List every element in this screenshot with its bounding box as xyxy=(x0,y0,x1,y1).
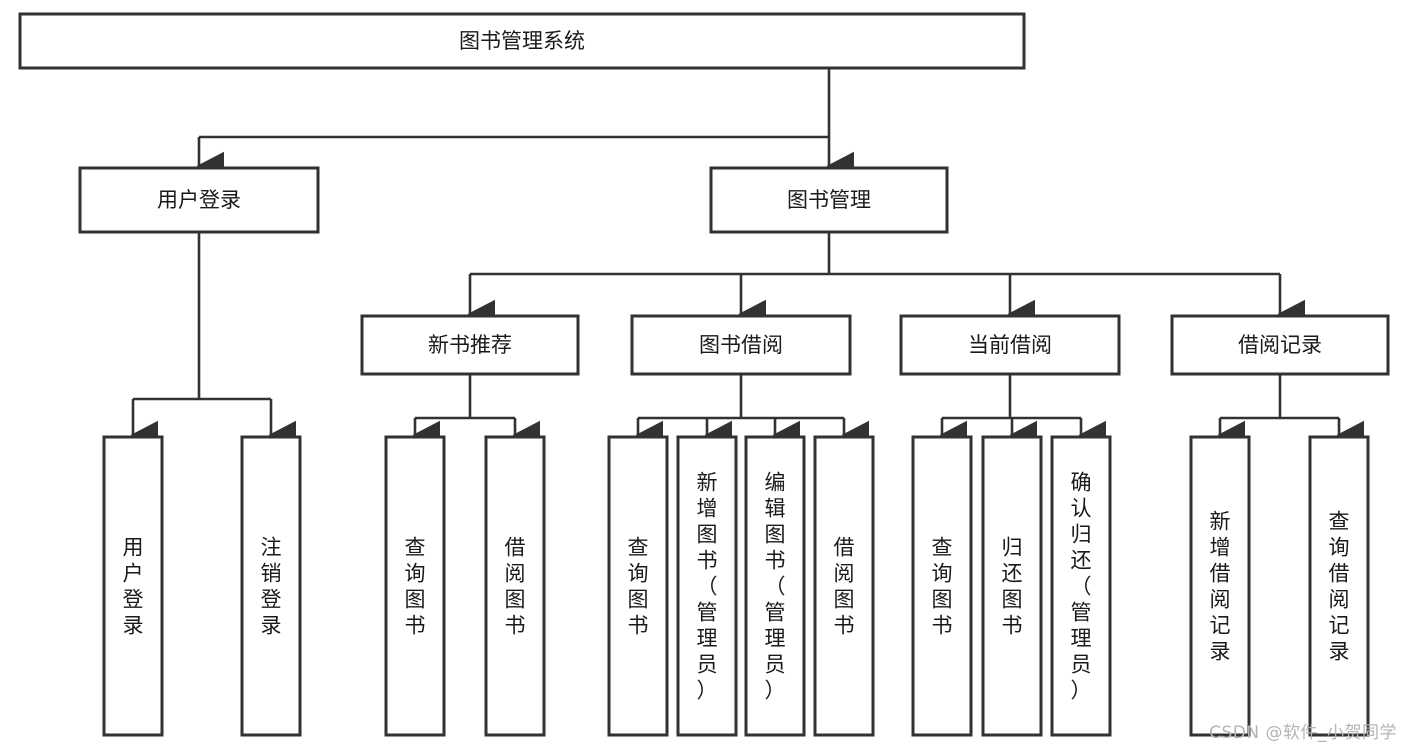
node-book-borrow-box xyxy=(630,314,852,376)
node-leaf-return-book[interactable]: 归还图书 xyxy=(981,435,1043,737)
node-leaf-add-borrow-record-box xyxy=(1189,435,1251,737)
node-user-login-box xyxy=(78,166,320,234)
node-borrow-record[interactable]: 借阅记录 xyxy=(1170,314,1390,376)
node-leaf-query-book-new-box xyxy=(384,435,446,737)
node-leaf-query-book-current[interactable]: 查询图书 xyxy=(911,435,973,737)
node-leaf-user-login-box xyxy=(102,435,164,737)
node-leaf-add-borrow-record[interactable]: 新增借阅记录 xyxy=(1189,435,1251,737)
node-leaf-borrow-book-box xyxy=(813,435,875,737)
watermark-text: CSDN @软件_小贺同学 xyxy=(1209,723,1397,743)
node-leaf-query-borrow-record-label: 查询借阅记录 xyxy=(1329,509,1350,663)
node-leaf-confirm-return[interactable]: 确认归还（管理员） xyxy=(1050,435,1112,737)
node-book-borrow-label: 图书借阅 xyxy=(699,333,783,357)
node-current-borrow[interactable]: 当前借阅 xyxy=(899,314,1121,376)
node-book-management[interactable]: 图书管理 xyxy=(709,166,949,234)
node-borrow-record-box xyxy=(1170,314,1390,376)
node-leaf-return-book-label: 归还图书 xyxy=(1002,535,1023,637)
node-leaf-query-borrow-record[interactable]: 查询借阅记录 xyxy=(1308,435,1370,737)
connector-lines-group xyxy=(130,68,1365,450)
node-leaf-query-book-borrow-label: 查询图书 xyxy=(628,535,649,637)
node-leaf-borrow-book-new-label: 借阅图书 xyxy=(505,535,526,637)
node-leaf-borrow-book-new-box xyxy=(484,435,546,737)
node-new-book-recommend-label: 新书推荐 xyxy=(428,333,512,357)
node-leaf-query-book-new[interactable]: 查询图书 xyxy=(384,435,446,737)
node-leaf-add-borrow-record-label: 新增借阅记录 xyxy=(1210,509,1231,663)
node-leaf-logout-login[interactable]: 注销登录 xyxy=(240,435,302,737)
node-boxes-group: 图书管理系统用户登录图书管理新书推荐图书借阅当前借阅借阅记录用户登录注销登录查询… xyxy=(18,12,1390,737)
node-root-system[interactable]: 图书管理系统 xyxy=(18,12,1026,70)
node-leaf-add-book-box xyxy=(676,435,738,737)
node-leaf-edit-book[interactable]: 编辑图书（管理员） xyxy=(744,435,806,737)
node-leaf-query-book-current-box xyxy=(911,435,973,737)
node-leaf-add-book-label: 新增图书（管理员） xyxy=(697,470,718,702)
node-leaf-return-book-box xyxy=(981,435,1043,737)
node-borrow-record-label: 借阅记录 xyxy=(1238,333,1322,357)
node-root-system-label: 图书管理系统 xyxy=(459,29,585,53)
node-leaf-user-login[interactable]: 用户登录 xyxy=(102,435,164,737)
node-leaf-edit-book-label: 编辑图书（管理员） xyxy=(765,470,786,702)
node-book-borrow[interactable]: 图书借阅 xyxy=(630,314,852,376)
node-current-borrow-label: 当前借阅 xyxy=(968,333,1052,357)
node-leaf-query-book-borrow[interactable]: 查询图书 xyxy=(607,435,669,737)
node-leaf-query-borrow-record-box xyxy=(1308,435,1370,737)
node-new-book-recommend[interactable]: 新书推荐 xyxy=(360,314,580,376)
node-leaf-query-book-borrow-box xyxy=(607,435,669,737)
node-user-login[interactable]: 用户登录 xyxy=(78,166,320,234)
node-current-borrow-box xyxy=(899,314,1121,376)
node-leaf-confirm-return-label: 确认归还（管理员） xyxy=(1071,470,1092,702)
node-user-login-label: 用户登录 xyxy=(157,188,241,212)
node-leaf-borrow-book[interactable]: 借阅图书 xyxy=(813,435,875,737)
node-leaf-query-book-current-label: 查询图书 xyxy=(932,535,953,637)
node-book-management-label: 图书管理 xyxy=(787,188,871,212)
node-leaf-edit-book-box xyxy=(744,435,806,737)
node-leaf-logout-login-label: 注销登录 xyxy=(261,535,282,637)
node-leaf-borrow-book-new[interactable]: 借阅图书 xyxy=(484,435,546,737)
node-book-management-box xyxy=(709,166,949,234)
node-leaf-logout-login-box xyxy=(240,435,302,737)
node-root-system-box xyxy=(18,12,1026,70)
node-leaf-borrow-book-label: 借阅图书 xyxy=(834,535,855,637)
node-leaf-query-book-new-label: 查询图书 xyxy=(405,535,426,637)
node-leaf-add-book[interactable]: 新增图书（管理员） xyxy=(676,435,738,737)
node-leaf-confirm-return-box xyxy=(1050,435,1112,737)
node-new-book-recommend-box xyxy=(360,314,580,376)
node-leaf-user-login-label: 用户登录 xyxy=(123,535,144,637)
